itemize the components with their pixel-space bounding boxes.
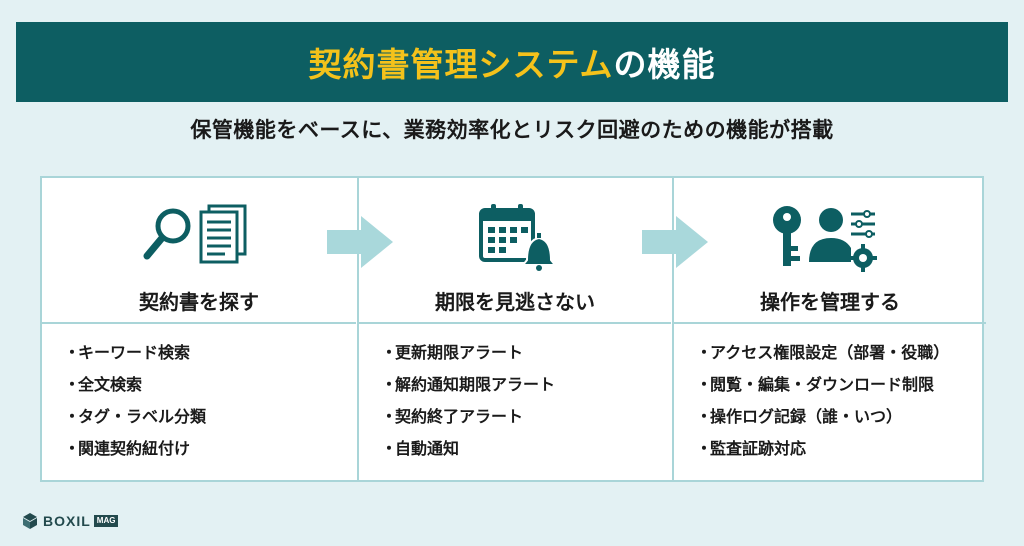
feature-column-deadline: 期限を見逃さない ・更新期限アラート ・解約通知期限アラート ・契約終了アラート… <box>357 178 671 480</box>
feature-heading: 操作を管理する <box>760 290 900 314</box>
feature-list: ・更新期限アラート ・解約通知期限アラート ・契約終了アラート ・自動通知 <box>381 342 555 470</box>
list-item: ・タグ・ラベル分類 <box>64 407 207 426</box>
feature-header: 期限を見逃さない <box>359 178 671 324</box>
arrow-right-icon <box>327 216 393 268</box>
feature-list: ・アクセス権限設定（部署・役職） ・閲覧・編集・ダウンロード制限 ・操作ログ記録… <box>696 342 949 470</box>
boxil-logo: BOXIL MAG <box>22 511 119 531</box>
list-item: ・操作ログ記録（誰・いつ） <box>696 407 903 426</box>
list-item: ・解約通知期限アラート <box>381 375 556 394</box>
list-item: ・契約終了アラート <box>381 407 524 426</box>
cube-icon <box>23 513 37 529</box>
title-rest: の機能 <box>613 45 716 84</box>
title-highlight: 契約書管理システム <box>308 45 614 84</box>
list-item: ・閲覧・編集・ダウンロード制限 <box>696 375 935 394</box>
list-item: ・更新期限アラート <box>381 343 524 362</box>
feature-heading: 契約書を探す <box>139 290 259 314</box>
feature-column-operations: 操作を管理する ・アクセス権限設定（部署・役職） ・閲覧・編集・ダウンロード制限… <box>672 178 986 480</box>
feature-heading: 期限を見逃さない <box>435 290 595 314</box>
arrow-right-icon <box>642 216 708 268</box>
search-documents-icon <box>42 202 356 272</box>
list-item: ・アクセス権限設定（部署・役職） <box>696 343 950 362</box>
key-user-settings-icon <box>674 202 986 272</box>
list-item: ・監査証跡対応 <box>696 439 807 458</box>
logo-word: BOXIL <box>43 513 91 529</box>
feature-header: 契約書を探す <box>42 178 356 324</box>
title-banner: 契約書管理システムの機能 <box>16 22 1008 102</box>
list-item: ・全文検索 <box>64 375 143 394</box>
list-item: ・自動通知 <box>381 439 460 458</box>
feature-column-search: 契約書を探す ・キーワード検索 ・全文検索 ・タグ・ラベル分類 ・関連契約紐付け <box>42 178 356 480</box>
subtitle: 保管機能をベースに、業務効率化とリスク回避のための機能が搭載 <box>190 118 834 142</box>
feature-grid: 契約書を探す ・キーワード検索 ・全文検索 ・タグ・ラベル分類 ・関連契約紐付け <box>40 176 986 482</box>
logo-badge: MAG <box>93 515 119 527</box>
feature-list: ・キーワード検索 ・全文検索 ・タグ・ラベル分類 ・関連契約紐付け <box>64 342 206 470</box>
calendar-bell-icon <box>359 202 671 272</box>
feature-header: 操作を管理する <box>674 178 986 324</box>
list-item: ・関連契約紐付け <box>64 439 191 458</box>
list-item: ・キーワード検索 <box>64 343 191 362</box>
